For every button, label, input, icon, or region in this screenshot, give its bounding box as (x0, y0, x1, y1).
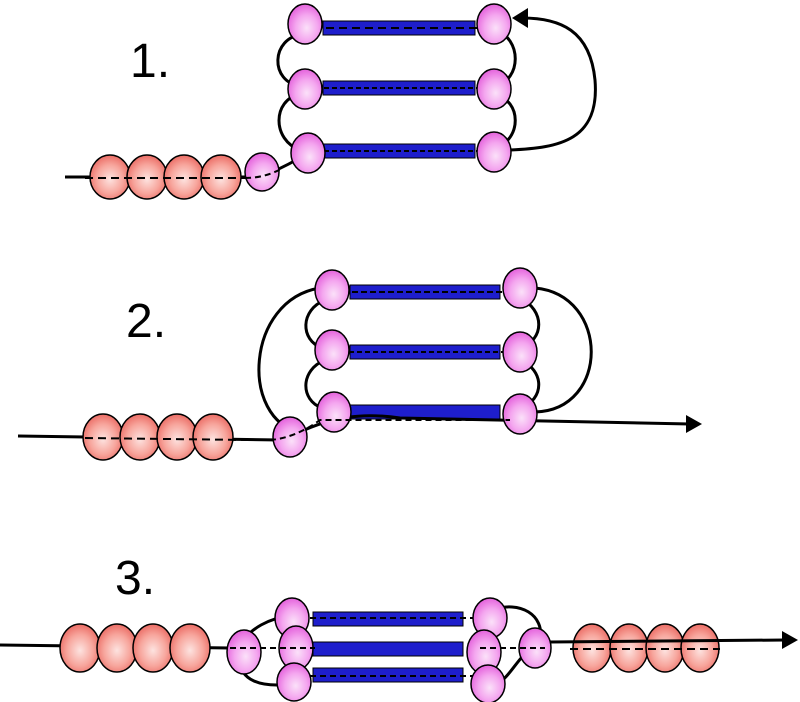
loop-bead (226, 629, 262, 675)
loop-bead (476, 3, 512, 45)
loop-bead (276, 662, 312, 702)
dashed-strand (269, 419, 510, 441)
bar-stack (312, 611, 464, 683)
nucleosome-bead (169, 623, 211, 673)
arrowhead-icon (782, 631, 798, 649)
loop-bead (287, 3, 323, 45)
arrowhead-icon (512, 8, 528, 28)
nucleosome-bead (119, 413, 161, 461)
step-label-3: 3. (115, 552, 156, 605)
panel-2 (17, 267, 702, 461)
bar-stack (322, 20, 476, 159)
nucleosome-bead (82, 413, 124, 461)
loop-bead (502, 267, 538, 309)
loop-strand (534, 286, 593, 414)
nucleosome-bead (572, 623, 612, 673)
nucleosome-row (82, 413, 234, 461)
return-strand (509, 16, 597, 152)
loop-bead (502, 331, 538, 373)
nucleosome-bead (96, 623, 138, 673)
loop-bead (314, 269, 350, 311)
dashed-strand (244, 167, 284, 179)
step-label-2: 2. (126, 295, 167, 348)
loop-bead (476, 68, 512, 110)
nucleosome-row (572, 623, 720, 673)
step-label-1: 1. (130, 35, 171, 88)
panel-1 (65, 3, 597, 200)
strand-line (549, 638, 786, 644)
nucleosome-bead (132, 623, 174, 673)
nucleosome-bead (192, 413, 234, 461)
nucleosome-bead (59, 623, 101, 673)
nucleosome-row (59, 623, 211, 673)
loop-bead (502, 393, 538, 435)
dashed-strand (84, 437, 251, 441)
arrowhead-icon (686, 415, 702, 433)
loop-bead (470, 664, 506, 702)
loop-bead (287, 68, 323, 110)
nucleosome-bead (156, 413, 198, 461)
loop-bead (244, 152, 280, 192)
nucleosome-bead (126, 154, 168, 200)
loop-bead (290, 132, 326, 174)
loop-bead (314, 329, 350, 371)
blue-bar (312, 641, 464, 657)
loop-bead (272, 416, 308, 458)
panel-3 (0, 597, 798, 702)
loop-bead (316, 391, 352, 433)
loop-bead (476, 131, 512, 173)
